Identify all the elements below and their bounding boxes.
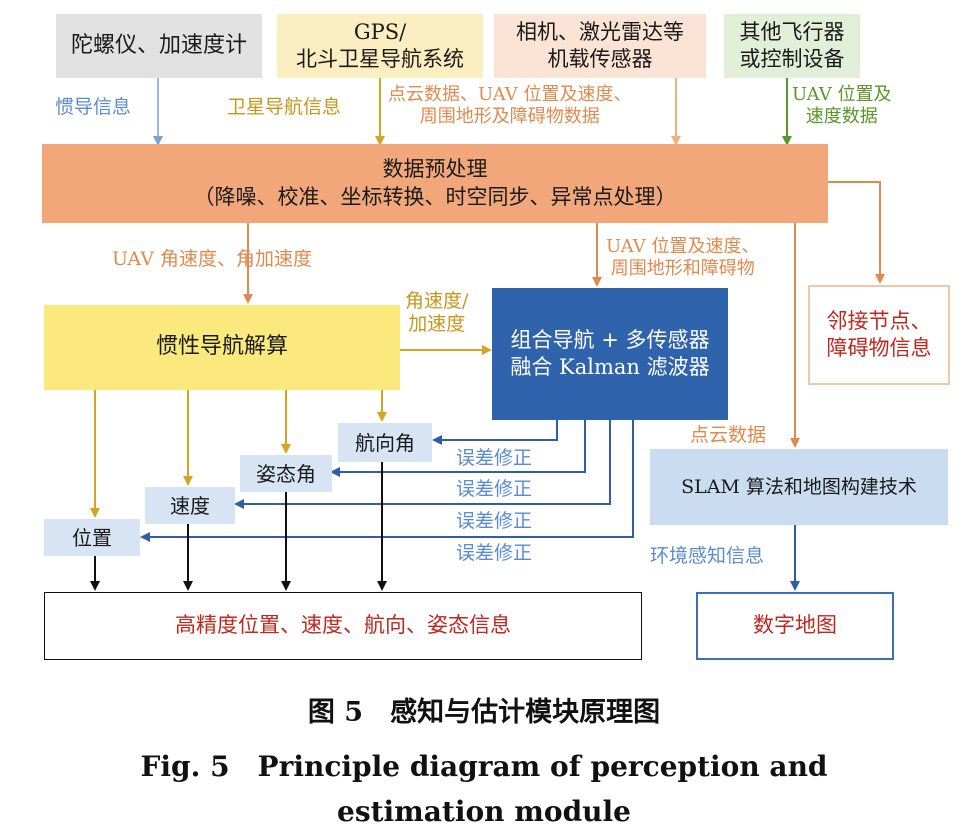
label-angular-rate: UAV 角速度、角加速度: [112, 248, 312, 270]
camera-lidar-box: 相机、激光雷达等 机载传感器: [494, 14, 706, 78]
label-uav-terrain-line1: UAV 位置及速度、: [606, 236, 760, 257]
label-pointcloud-slam: 点云数据: [690, 424, 767, 446]
label-uav-terrain-line2: 周围地形和障碍物: [610, 257, 755, 279]
data-preprocess-box: 数据预处理 （降噪、校准、坐标转换、时空同步、异常点处理）: [42, 144, 828, 223]
caption-en-line2: estimation module: [337, 795, 631, 828]
label-rate-acceleration: 角速度/ 加速度: [405, 290, 468, 336]
label-uav-terrain: UAV 位置及速度、 周围地形和障碍物: [606, 236, 759, 279]
slam-text: SLAM 算法和地图构建技术: [681, 475, 917, 498]
preprocess-detail: （降噪、校准、坐标转换、时空同步、异常点处理）: [193, 184, 677, 209]
label-rate-line1: 角速度/: [405, 290, 469, 312]
neighbor-line1: 邻接节点、: [826, 308, 932, 333]
label-pointcloud-line2: 周围地形及障碍物数据: [419, 105, 600, 127]
heading-angle-text: 航向角: [355, 430, 415, 455]
gyro-accelerometer-box: 陀螺仪、加速度计: [56, 14, 262, 78]
camera-line1: 相机、激光雷达等: [516, 19, 684, 44]
other-aircraft-box: 其他飞行器 或控制设备: [724, 14, 860, 78]
camera-line2: 机载传感器: [547, 47, 653, 71]
label-rate-line2: 加速度: [408, 312, 466, 335]
neighbor-obstacle-box: 邻接节点、 障碍物信息: [808, 285, 950, 385]
inertial-solve-box: 惯性导航解算: [44, 305, 400, 390]
label-error-correction-1: 误差修正: [456, 447, 533, 469]
speed-box: 速度: [145, 487, 235, 524]
preprocess-title: 数据预处理: [382, 157, 488, 182]
high-precision-output-box: 高精度位置、速度、航向、姿态信息: [44, 592, 642, 660]
kalman-line2: 融合 Kalman 滤波器: [510, 355, 710, 379]
label-error-correction-2: 误差修正: [456, 478, 533, 500]
label-pointcloud-sources: 点云数据、UAV 位置及速度、 周围地形及障碍物数据: [388, 84, 631, 127]
label-inertial-info: 惯导信息: [55, 96, 132, 118]
label-error-correction-3: 误差修正: [456, 510, 533, 532]
caption-cn: 图 5 感知与估计模块原理图: [307, 697, 661, 728]
label-satellite-info: 卫星导航信息: [227, 96, 342, 118]
kalman-filter-box: 组合导航 + 多传感器 融合 Kalman 滤波器: [492, 288, 728, 420]
caption-en-line1: Fig. 5 Principle diagram of perception a…: [140, 750, 828, 783]
inertial-solve-text: 惯性导航解算: [155, 334, 288, 360]
label-uav-speed-data: UAV 位置及 速度数据: [792, 84, 891, 127]
speed-text: 速度: [170, 493, 210, 518]
label-pointcloud-line1: 点云数据、UAV 位置及速度、: [388, 84, 632, 105]
position-box: 位置: [44, 519, 140, 556]
neighbor-line2: 障碍物信息: [826, 336, 932, 360]
attitude-angle-box: 姿态角: [240, 455, 332, 492]
gyro-accelerometer-text: 陀螺仪、加速度计: [70, 32, 247, 58]
high-precision-output-text: 高精度位置、速度、航向、姿态信息: [175, 613, 511, 638]
label-error-correction-4: 误差修正: [456, 542, 533, 564]
label-uav-line2: 速度数据: [805, 105, 878, 127]
kalman-line1: 组合导航 + 多传感器: [510, 327, 710, 352]
digital-map-text: 数字地图: [753, 613, 837, 638]
heading-angle-box: 航向角: [338, 423, 432, 462]
other-line2: 或控制设备: [739, 47, 845, 71]
position-text: 位置: [72, 525, 112, 550]
gps-beidou-box: GPS/ 北斗卫星导航系统: [277, 14, 483, 78]
gps-line1: GPS/: [353, 19, 407, 44]
slam-box: SLAM 算法和地图构建技术: [650, 449, 948, 525]
attitude-angle-text: 姿态角: [256, 461, 316, 486]
other-line1: 其他飞行器: [739, 19, 845, 44]
digital-map-box: 数字地图: [696, 592, 894, 660]
label-env-perception: 环境感知信息: [650, 545, 765, 567]
gps-line2: 北斗卫星导航系统: [296, 47, 464, 71]
label-uav-line1: UAV 位置及: [792, 84, 892, 105]
